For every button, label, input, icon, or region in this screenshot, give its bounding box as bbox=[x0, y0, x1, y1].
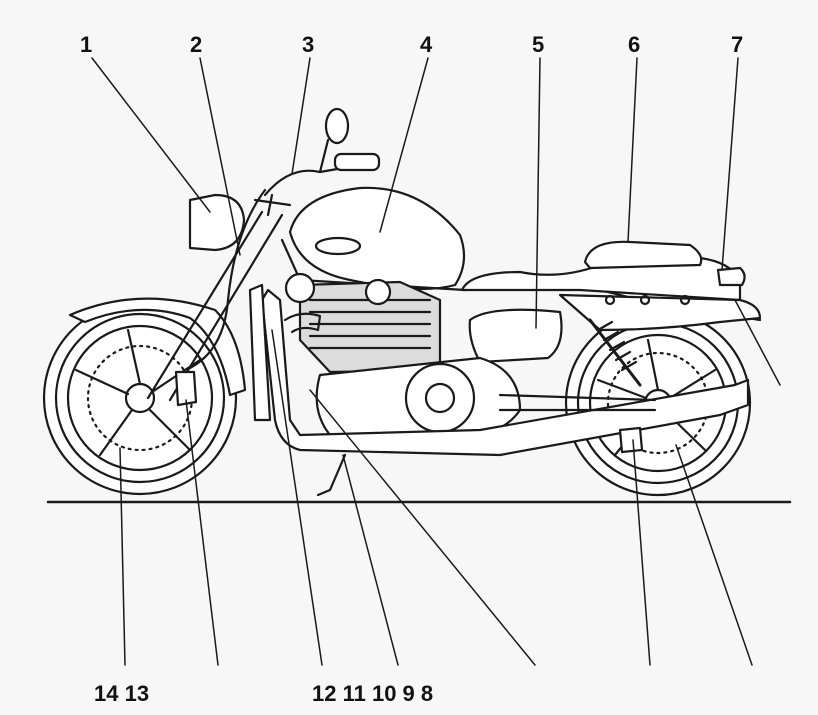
mirror bbox=[324, 107, 350, 145]
fuel-tank bbox=[288, 186, 466, 291]
callout-7: 7 bbox=[731, 32, 744, 57]
callout-2: 2 bbox=[190, 32, 203, 57]
rear-fender bbox=[558, 293, 762, 332]
exhaust bbox=[260, 288, 750, 457]
clutch-cover bbox=[404, 362, 476, 434]
tail-light bbox=[716, 266, 746, 287]
callout-5: 5 bbox=[532, 32, 545, 57]
headlight bbox=[188, 193, 246, 252]
front-fender bbox=[68, 297, 247, 397]
callout-3: 3 bbox=[302, 32, 315, 57]
callouts-bottom-right: 12 11 10 9 8 bbox=[312, 681, 434, 706]
pillion-pad bbox=[583, 240, 703, 270]
callout-1: 1 bbox=[80, 32, 93, 57]
leader-lines bbox=[91, 57, 781, 666]
callouts-bottom-left: 14 13 bbox=[94, 681, 150, 706]
front-fork bbox=[146, 210, 284, 402]
callout-6: 6 bbox=[628, 32, 641, 57]
side-panel bbox=[468, 308, 563, 364]
callout-4: 4 bbox=[420, 32, 433, 57]
